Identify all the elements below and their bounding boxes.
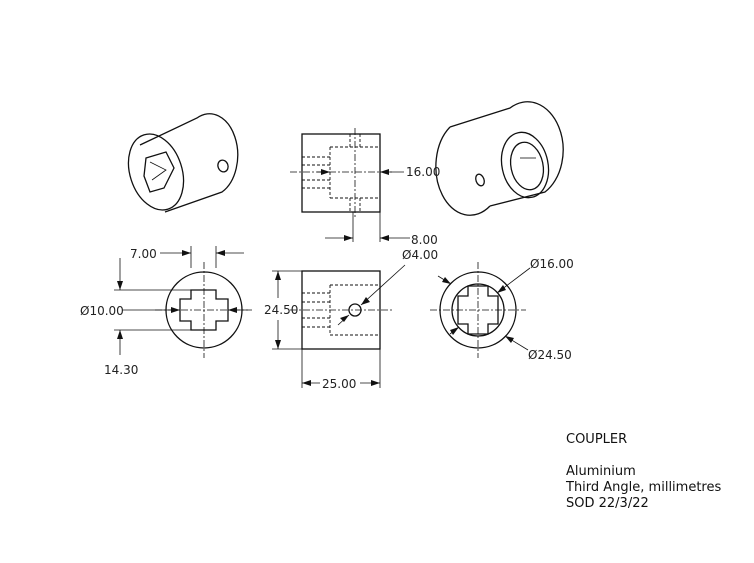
dim-4-label: Ø4.00 (402, 248, 438, 262)
dim-8 (325, 212, 410, 242)
dim-10-label: Ø10.00 (80, 304, 124, 318)
author-date: SOD 22/3/22 (566, 496, 649, 511)
dim-24-dia (437, 275, 529, 351)
dim-24-height (272, 270, 302, 350)
title-block: COUPLER Aluminium Third Angle, millimetr… (566, 432, 721, 512)
dim-14 (114, 258, 191, 355)
top-view (290, 128, 392, 218)
dim-25-label: 25.00 (322, 377, 356, 391)
dim-24-dia-label: Ø24.50 (528, 348, 572, 362)
iso-view-right (435, 101, 564, 216)
dim-8-label: 8.00 (411, 233, 438, 247)
iso-view-left (127, 113, 239, 213)
dim-16-dia (449, 267, 531, 335)
end-view-right (430, 262, 526, 358)
dim-25 (301, 349, 381, 388)
projection: Third Angle, millimetres (566, 480, 722, 495)
part-name: COUPLER (566, 432, 628, 447)
front-view (290, 270, 392, 350)
dim-10 (122, 307, 248, 313)
dim-24-height-label: 24.50 (264, 303, 298, 317)
dim-16-dia-label: Ø16.00 (530, 257, 574, 271)
dim-16-label: 16.00 (406, 165, 440, 179)
material: Aluminium (566, 464, 636, 479)
dim-16 (317, 169, 404, 175)
dim-7-label: 7.00 (130, 247, 157, 261)
dim-7 (160, 246, 244, 268)
dim-14-label: 14.30 (104, 363, 138, 377)
dim-4 (337, 264, 406, 326)
